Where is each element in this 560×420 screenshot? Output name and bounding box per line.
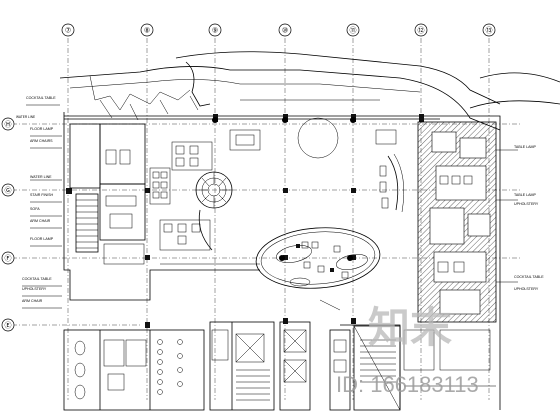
grid-marker-label: Ⓔ bbox=[5, 322, 12, 330]
grid-row-markers: Ⓗ Ⓖ Ⓕ Ⓔ bbox=[1, 117, 15, 332]
grid-marker-label: ⑧ bbox=[144, 27, 150, 35]
right-label: TABLE LAMP bbox=[514, 193, 537, 197]
toilet-fixtures bbox=[157, 339, 183, 395]
right-label: COCKTAIL TABLE bbox=[514, 275, 544, 279]
grid-marker-label: ⑫ bbox=[418, 27, 425, 35]
grid-marker-col-11: ⑪ bbox=[346, 23, 360, 37]
left-label: FLOOR LAMP bbox=[30, 127, 54, 131]
left-label: FLOOR LAMP bbox=[30, 237, 54, 241]
stair-treads bbox=[236, 369, 270, 401]
grid-marker-col-13: ⑬ bbox=[482, 23, 496, 37]
grid-marker-label: ⑨ bbox=[212, 27, 218, 35]
grid-marker-label: ⑩ bbox=[282, 27, 288, 35]
grid-marker-col-12: ⑫ bbox=[414, 23, 428, 37]
lower-middle-cores bbox=[209, 318, 356, 411]
watermark-id: ID: 166183113 bbox=[336, 372, 479, 397]
central-lobby: WATER LINE bbox=[16, 115, 404, 213]
lower-left-rooms bbox=[63, 322, 205, 411]
water-line-label: WATER LINE bbox=[16, 115, 35, 119]
grid-marker-col-9: ⑨ bbox=[208, 23, 222, 37]
left-label: SOFA bbox=[30, 207, 40, 211]
grid-marker-label: Ⓕ bbox=[5, 255, 12, 263]
building-outline bbox=[63, 112, 501, 410]
left-label: COCKTAIL TABLE bbox=[22, 277, 52, 281]
grid-marker-label: ⑦ bbox=[65, 27, 71, 35]
lower-right-stairs bbox=[353, 325, 496, 411]
grid-marker-label: Ⓗ bbox=[5, 121, 12, 129]
spiral-staircase bbox=[195, 171, 233, 251]
oval-lounge bbox=[255, 227, 381, 311]
left-label: ARM CHAIR bbox=[30, 219, 51, 223]
right-label: UPHOLSTERY bbox=[514, 287, 539, 291]
left-label: COCKTAIL TABLE bbox=[26, 96, 56, 100]
stair-treads bbox=[360, 339, 396, 383]
grid-marker-label: ⑬ bbox=[486, 27, 493, 35]
structural-columns bbox=[66, 114, 424, 260]
left-label: UPHOLSTERY bbox=[22, 287, 47, 291]
grid-marker-label: Ⓖ bbox=[5, 187, 12, 195]
left-label: WATER LINE bbox=[30, 175, 52, 179]
grid-marker-row-h: Ⓗ bbox=[1, 117, 15, 131]
right-annotations: TABLE LAMP TABLE LAMP UPHOLSTERY COCKTAI… bbox=[496, 145, 544, 291]
lounge-chairs bbox=[301, 241, 349, 279]
grid-marker-col-10: ⑩ bbox=[278, 23, 292, 37]
left-annotations: COCKTAIL TABLE FLOOR LAMP ARM CHAIRS WAT… bbox=[22, 96, 62, 309]
grid-marker-row-g: Ⓖ bbox=[1, 183, 15, 197]
right-label: UPHOLSTERY bbox=[514, 202, 539, 206]
watermark: 知末 ID: 166183113 bbox=[336, 305, 479, 397]
hatched-service-block bbox=[417, 121, 497, 323]
entrance-canopy bbox=[59, 51, 560, 131]
grid-marker-row-f: Ⓕ bbox=[1, 251, 15, 265]
grid-marker-col-8: ⑧ bbox=[140, 23, 154, 37]
watermark-logo: 知末 bbox=[368, 305, 452, 352]
right-label: TABLE LAMP bbox=[514, 145, 537, 149]
grid-marker-col-7: ⑦ bbox=[61, 23, 75, 37]
left-service-core bbox=[69, 123, 213, 265]
left-label: ARM CHAIR bbox=[22, 299, 43, 303]
grid-column-markers: ⑦ ⑧ ⑨ ⑩ ⑪ ⑫ ⑬ bbox=[61, 23, 496, 37]
left-label: ARM CHAIRS bbox=[30, 139, 53, 143]
grid-marker-row-e: Ⓔ bbox=[1, 318, 15, 332]
left-label: STAIR FINISH bbox=[30, 193, 53, 197]
grid-marker-label: ⑪ bbox=[350, 27, 357, 35]
stair-treads bbox=[76, 199, 98, 249]
